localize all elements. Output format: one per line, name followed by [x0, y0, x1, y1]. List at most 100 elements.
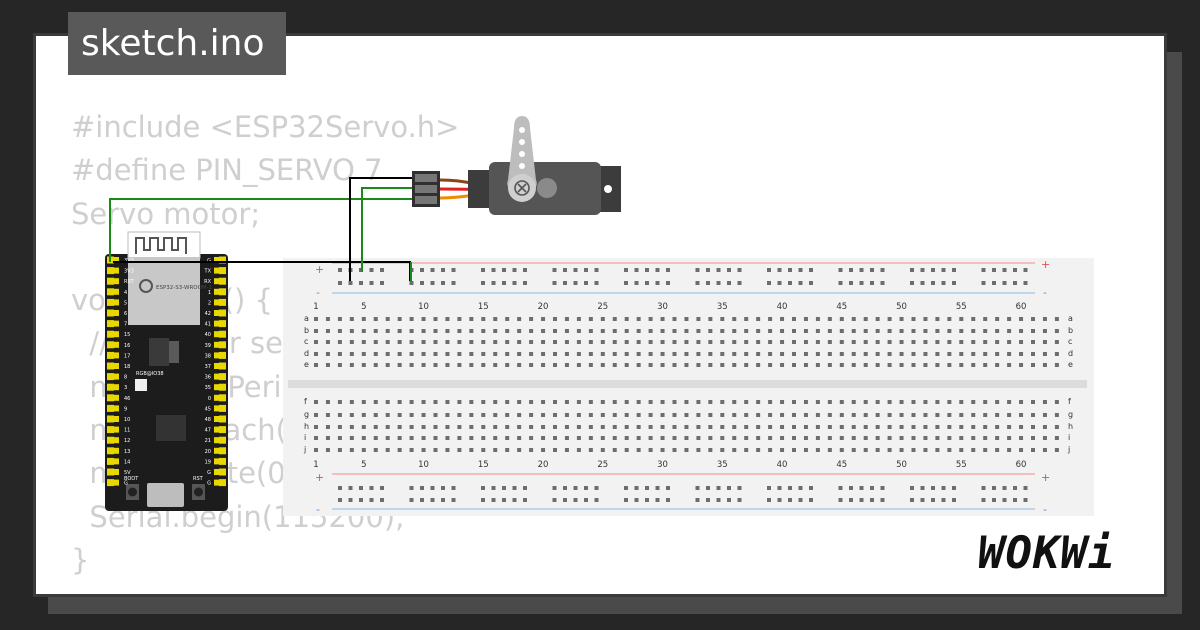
- breadboard-hole[interactable]: [541, 352, 546, 356]
- breadboard-hole[interactable]: [493, 352, 498, 356]
- breadboard-hole[interactable]: [385, 352, 390, 356]
- breadboard-hole[interactable]: [981, 486, 986, 490]
- breadboard-hole[interactable]: [588, 340, 593, 344]
- breadboard-hole[interactable]: [445, 352, 450, 356]
- breadboard-hole[interactable]: [1007, 363, 1012, 367]
- breadboard-hole[interactable]: [920, 281, 925, 285]
- breadboard-hole[interactable]: [385, 448, 390, 452]
- board-pin[interactable]: [214, 257, 220, 263]
- board-pin[interactable]: [214, 310, 220, 316]
- breadboard-hole[interactable]: [788, 281, 792, 285]
- breadboard-hole[interactable]: [1019, 425, 1024, 429]
- breadboard-hole[interactable]: [815, 436, 820, 440]
- breadboard-hole[interactable]: [756, 413, 761, 417]
- breadboard-hole[interactable]: [349, 363, 354, 367]
- breadboard-hole[interactable]: [981, 281, 986, 285]
- breadboard-hole[interactable]: [421, 400, 426, 404]
- breadboard-hole[interactable]: [349, 352, 354, 356]
- breadboard-hole[interactable]: [505, 400, 510, 404]
- board-pin[interactable]: [214, 288, 220, 295]
- board-pin[interactable]: [107, 404, 114, 412]
- breadboard-hole[interactable]: [839, 317, 844, 321]
- breadboard-hole[interactable]: [361, 340, 366, 344]
- breadboard-hole[interactable]: [648, 340, 653, 344]
- breadboard-hole[interactable]: [971, 413, 976, 417]
- breadboard-hole[interactable]: [314, 340, 318, 344]
- breadboard-hole[interactable]: [1019, 436, 1024, 440]
- breadboard-hole[interactable]: [373, 413, 378, 417]
- breadboard-hole[interactable]: [1054, 436, 1059, 440]
- breadboard-hole[interactable]: [409, 425, 414, 429]
- breadboard-hole[interactable]: [564, 448, 569, 452]
- breadboard-hole[interactable]: [947, 329, 952, 333]
- breadboard-hole[interactable]: [338, 486, 342, 490]
- breadboard-hole[interactable]: [584, 486, 588, 490]
- breadboard-hole[interactable]: [792, 317, 796, 321]
- breadboard-hole[interactable]: [887, 448, 892, 452]
- breadboard-hole[interactable]: [851, 448, 856, 452]
- breadboard-hole[interactable]: [505, 352, 510, 356]
- board-pin[interactable]: [113, 320, 119, 327]
- breadboard-hole[interactable]: [696, 363, 701, 367]
- breadboard-hole[interactable]: [780, 413, 785, 417]
- breadboard-hole[interactable]: [612, 425, 617, 429]
- breadboard-hole[interactable]: [553, 363, 557, 367]
- breadboard-hole[interactable]: [361, 329, 366, 333]
- breadboard-hole[interactable]: [325, 363, 330, 367]
- breadboard-hole[interactable]: [935, 425, 940, 429]
- breadboard-hole[interactable]: [1023, 498, 1028, 502]
- breadboard-hole[interactable]: [600, 400, 605, 404]
- breadboard-hole[interactable]: [493, 363, 498, 367]
- breadboard-hole[interactable]: [523, 486, 527, 490]
- board-pin[interactable]: [214, 384, 220, 391]
- breadboard-hole[interactable]: [457, 340, 462, 344]
- breadboard-hole[interactable]: [433, 363, 438, 367]
- breadboard-hole[interactable]: [612, 329, 617, 333]
- breadboard-hole[interactable]: [553, 425, 557, 429]
- breadboard-hole[interactable]: [505, 448, 510, 452]
- breadboard-hole[interactable]: [732, 425, 737, 429]
- breadboard-hole[interactable]: [420, 281, 424, 285]
- breadboard-hole[interactable]: [624, 436, 629, 440]
- breadboard-hole[interactable]: [493, 413, 498, 417]
- breadboard-hole[interactable]: [636, 413, 641, 417]
- breadboard-hole[interactable]: [756, 340, 761, 344]
- breadboard-hole[interactable]: [756, 317, 761, 321]
- board-pin[interactable]: [214, 416, 220, 422]
- board-pin[interactable]: [219, 362, 226, 370]
- breadboard-hole[interactable]: [529, 363, 534, 367]
- breadboard-hole[interactable]: [880, 486, 885, 490]
- breadboard-hole[interactable]: [441, 486, 445, 490]
- breadboard-hole[interactable]: [887, 436, 892, 440]
- breadboard-hole[interactable]: [767, 498, 771, 502]
- breadboard-hole[interactable]: [899, 317, 904, 321]
- breadboard-hole[interactable]: [995, 352, 1000, 356]
- breadboard-hole[interactable]: [1031, 436, 1035, 440]
- breadboard-hole[interactable]: [983, 413, 988, 417]
- breadboard-hole[interactable]: [553, 413, 557, 417]
- breadboard-hole[interactable]: [959, 436, 964, 440]
- breadboard-hole[interactable]: [337, 340, 342, 344]
- breadboard-hole[interactable]: [708, 400, 713, 404]
- breadboard-hole[interactable]: [947, 340, 952, 344]
- breadboard-hole[interactable]: [481, 363, 486, 367]
- breadboard-hole[interactable]: [672, 436, 677, 440]
- breadboard-hole[interactable]: [756, 448, 761, 452]
- breadboard-hole[interactable]: [887, 317, 892, 321]
- breadboard-hole[interactable]: [481, 498, 485, 502]
- breadboard-hole[interactable]: [696, 400, 701, 404]
- breadboard-hole[interactable]: [553, 340, 557, 344]
- breadboard-hole[interactable]: [708, 413, 713, 417]
- breadboard-hole[interactable]: [541, 400, 546, 404]
- breadboard-hole[interactable]: [612, 448, 617, 452]
- board-pin[interactable]: [113, 310, 119, 316]
- breadboard-hole[interactable]: [1042, 425, 1047, 429]
- breadboard-hole[interactable]: [660, 363, 665, 367]
- board-pin[interactable]: [113, 267, 119, 274]
- breadboard-hole[interactable]: [338, 268, 342, 272]
- breadboard-hole[interactable]: [880, 498, 885, 502]
- breadboard-hole[interactable]: [684, 352, 689, 356]
- breadboard-hole[interactable]: [655, 498, 660, 502]
- breadboard-hole[interactable]: [588, 413, 593, 417]
- breadboard-hole[interactable]: [983, 448, 988, 452]
